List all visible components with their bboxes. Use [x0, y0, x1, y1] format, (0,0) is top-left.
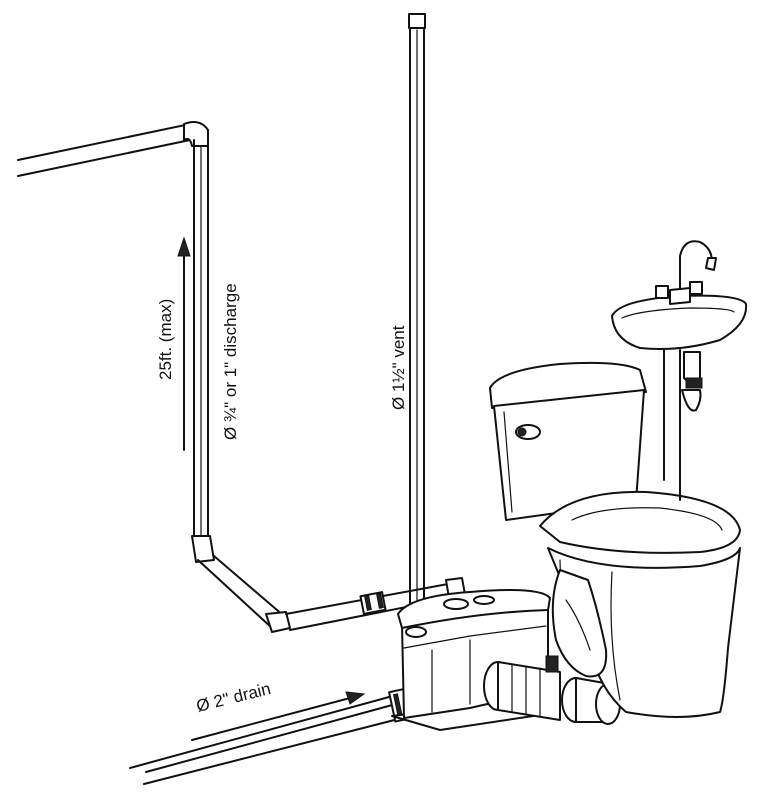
- discharge-pipe-label: Ø ¾" or 1" discharge: [221, 283, 240, 440]
- drain-arrow: [191, 691, 366, 741]
- vent-pipe: [408, 13, 426, 611]
- drain-pipe-label: Ø 2" drain: [194, 679, 272, 716]
- discharge-height-label: 25ft. (max): [156, 299, 175, 380]
- arrow-right-icon: [345, 691, 366, 705]
- vent-pipe-label: Ø 1½" vent: [389, 325, 408, 410]
- macerator-pump: [391, 589, 621, 731]
- toilet: [489, 361, 741, 718]
- sink: [611, 240, 748, 501]
- drain-pipe: [129, 687, 414, 785]
- arrow-up-icon: [177, 236, 191, 257]
- height-arrow: [177, 236, 191, 451]
